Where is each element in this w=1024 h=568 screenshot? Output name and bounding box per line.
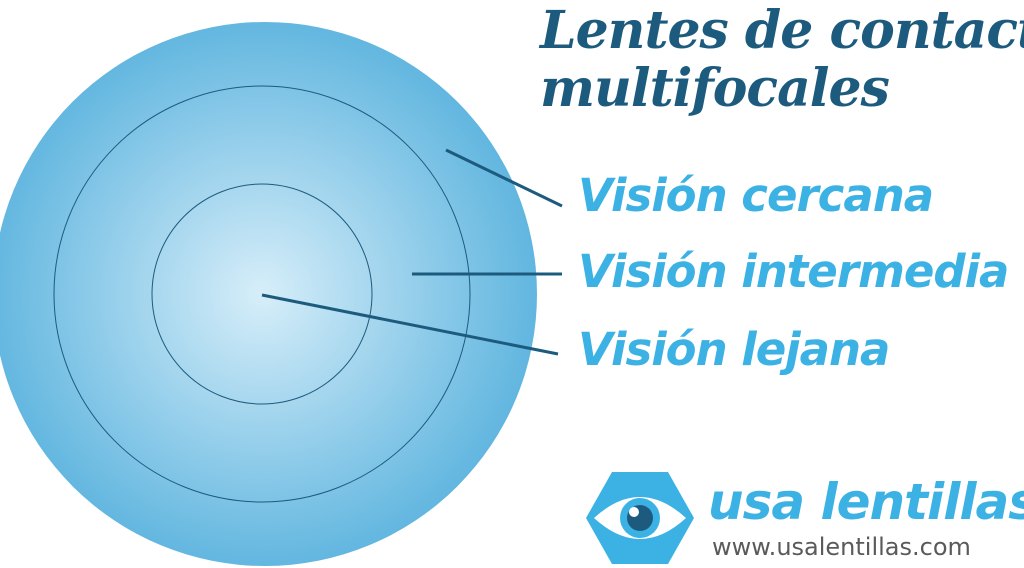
leader-line-far: [261, 293, 559, 356]
leader-line-near: [445, 148, 563, 208]
intermediate-zone-ring: [53, 85, 471, 503]
brand-url: www.usalentillas.com: [712, 533, 971, 561]
label-intermediate-vision: Visión intermedia: [578, 245, 1009, 298]
title-line-1: Lentes de contacto: [540, 0, 1024, 61]
diagram-title: Lentes de contacto multifocales: [540, 2, 1024, 118]
title-line-2: multifocales: [540, 58, 890, 119]
inner-zone-ring: [151, 183, 373, 405]
eye-icon: [586, 472, 694, 564]
contact-lens-disc: [0, 22, 537, 566]
brand-name: usa lentillas: [708, 473, 1024, 531]
label-near-vision: Visión cercana: [578, 169, 934, 222]
label-far-vision: Visión lejana: [578, 323, 890, 376]
